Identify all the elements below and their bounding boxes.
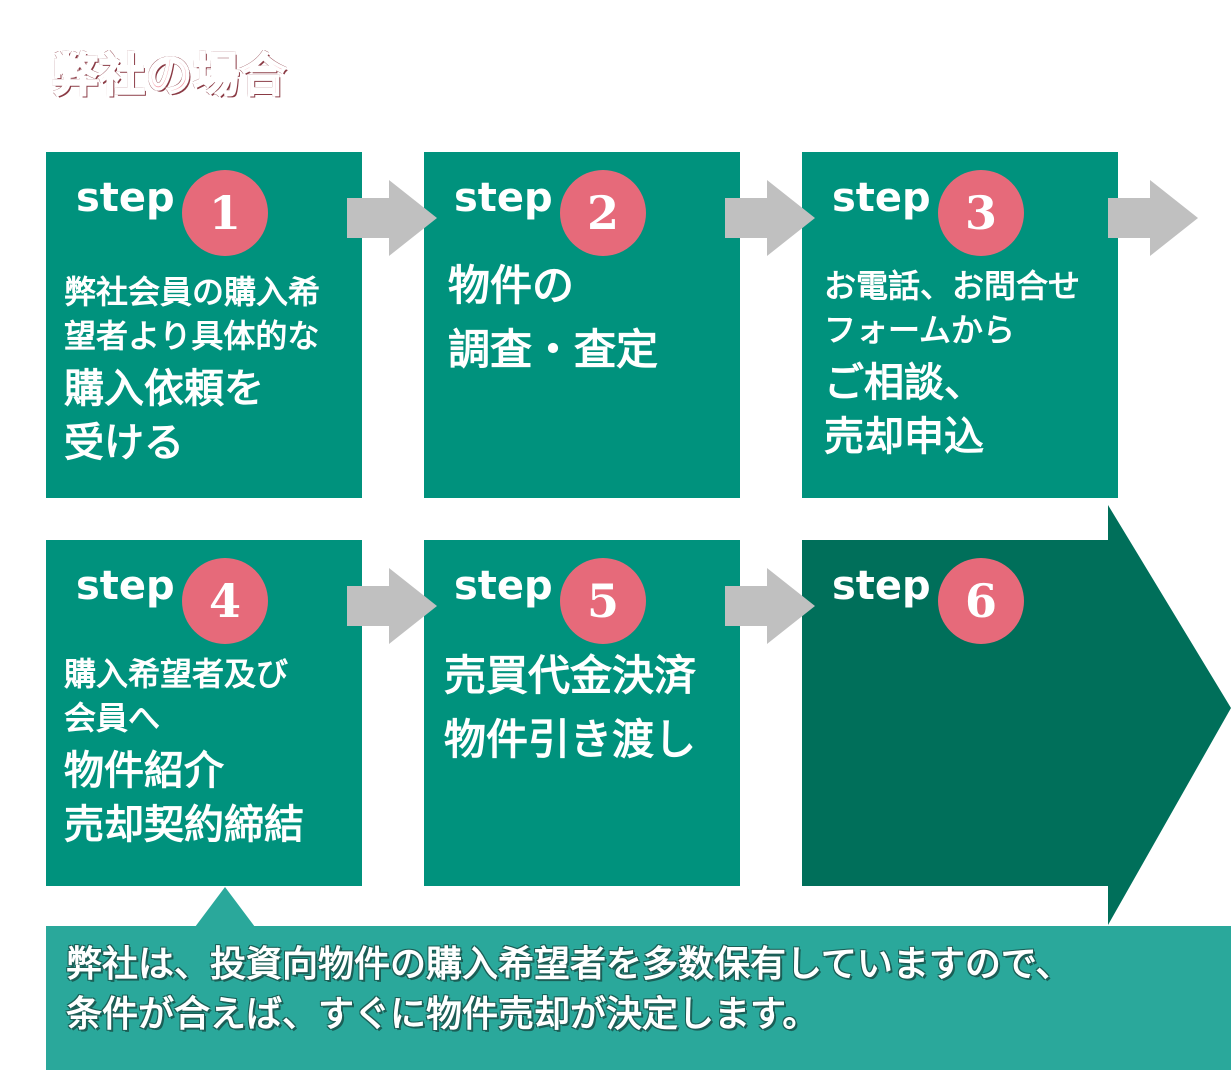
step-5-big-line-2: 物件引き渡し	[444, 715, 697, 764]
step-2-box: step 2 物件の 調査・査定	[424, 152, 740, 498]
step-2-big-line-2: 調査・査定	[448, 325, 659, 374]
note-line-2: 条件が合えば、すぐに物件売却が決定します。	[66, 994, 819, 1035]
step-label: step	[76, 175, 175, 221]
step-label: step	[454, 175, 553, 221]
step-5-box: step 5 売買代金決済 物件引き渡し	[424, 540, 740, 886]
step-1-box: step 1 弊社会員の購入希 望者より具体的な 購入依頼を 受ける	[46, 152, 362, 498]
step-6-box: step 6	[802, 540, 1118, 660]
note-line-1: 弊社は、投資向物件の購入希望者を多数保有していますので、	[66, 944, 1072, 985]
step-number-badge: 2	[560, 170, 646, 256]
arrow-right-icon	[347, 180, 437, 256]
step-number-badge: 3	[938, 170, 1024, 256]
step-3-description: お電話、お問合せ フォームから ご相談、 売却申込	[824, 264, 1080, 464]
step-number-badge: 1	[182, 170, 268, 256]
step-1-big-line-2: 受ける	[64, 420, 184, 466]
step-4-small-line-2: 会員へ	[64, 699, 161, 737]
note-box: 弊社は、投資向物件の購入希望者を多数保有していますので、 条件が合えば、すぐに物…	[46, 926, 1231, 1070]
step-label: step	[76, 563, 175, 609]
step-3-small-line-1: お電話、お問合せ	[824, 267, 1081, 305]
arrow-right-icon	[347, 568, 437, 644]
step-5-big-line-1: 売買代金決済	[444, 651, 697, 700]
step-number-badge: 5	[560, 558, 646, 644]
step-3-small-line-2: フォームから	[824, 311, 1016, 349]
step-number-badge: 4	[182, 558, 268, 644]
step-1-big-line-1: 購入依頼を	[64, 366, 264, 412]
page-title: 弊社の場合	[51, 48, 287, 102]
step-2-big-line-1: 物件の	[448, 261, 575, 310]
step-1-small-line-1: 弊社会員の購入希	[64, 273, 321, 311]
step-number-badge: 6	[938, 558, 1024, 644]
step-4-small-line-1: 購入希望者及び	[64, 655, 289, 693]
step-4-big-line-1: 物件紹介	[64, 748, 224, 794]
step-1-description: 弊社会員の購入希 望者より具体的な 購入依頼を 受ける	[64, 270, 320, 470]
step-4-big-line-2: 売却契約締結	[64, 802, 304, 848]
step-5-description: 売買代金決済 物件引き渡し	[444, 644, 696, 772]
step-3-big-line-2: 売却申込	[824, 414, 984, 460]
step-1-small-line-2: 望者より具体的な	[64, 317, 320, 355]
step-2-description: 物件の 調査・査定	[448, 254, 658, 382]
step-6-final-arrow	[802, 505, 1231, 925]
step-3-big-line-1: ご相談、	[824, 360, 984, 406]
step-label: step	[832, 563, 931, 609]
step-4-box: step 4 購入希望者及び 会員へ 物件紹介 売却契約締結	[46, 540, 362, 886]
step-label: step	[832, 175, 931, 221]
step-label: step	[454, 563, 553, 609]
final-arrow-shape	[802, 505, 1231, 925]
arrow-right-icon	[1108, 180, 1198, 256]
arrow-right-icon	[725, 568, 815, 644]
step-4-description: 購入希望者及び 会員へ 物件紹介 売却契約締結	[64, 652, 304, 852]
arrow-right-icon	[725, 180, 815, 256]
callout-pointer	[195, 887, 255, 927]
step-3-box: step 3 お電話、お問合せ フォームから ご相談、 売却申込	[802, 152, 1118, 498]
